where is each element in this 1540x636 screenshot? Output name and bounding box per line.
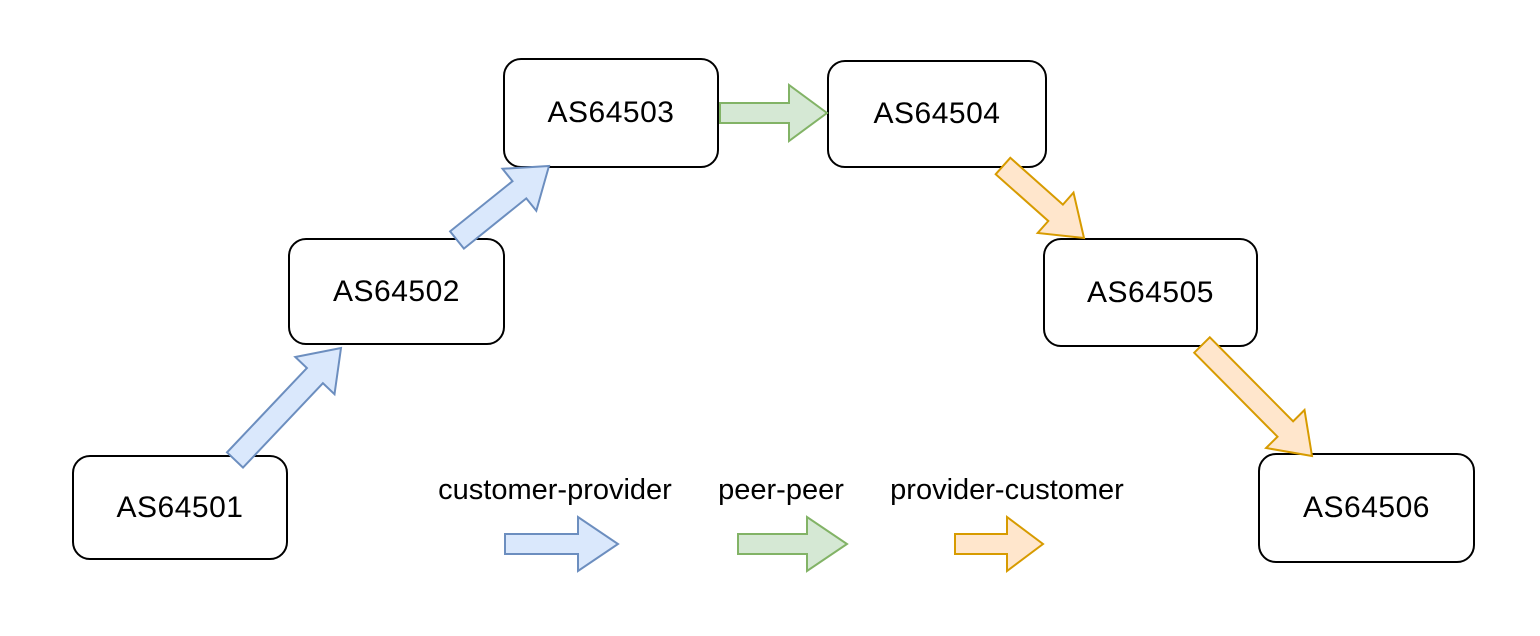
- node-label: AS64505: [1087, 275, 1214, 309]
- edge-as64503-as64504-arrow: [719, 83, 829, 143]
- legend-customer-provider-arrow-icon: [504, 515, 620, 573]
- node-as64501: AS64501: [72, 455, 288, 560]
- node-label: AS64501: [116, 490, 244, 524]
- edge-as64502-as64503-arrow: [448, 164, 551, 251]
- node-label: AS64506: [1303, 491, 1430, 524]
- legend-arrows: [504, 515, 1045, 573]
- node-as64503: AS64503: [503, 58, 719, 168]
- legend-label-customer-provider: customer-provider: [438, 474, 672, 506]
- node-as64506: AS64506: [1258, 453, 1475, 563]
- node-label: AS64504: [873, 97, 1001, 130]
- legend-label-peer-peer: peer-peer: [718, 474, 844, 506]
- node-as64505: AS64505: [1043, 238, 1258, 347]
- node-label: AS64502: [333, 274, 460, 308]
- edge-as64505-as64506-arrow: [1192, 335, 1314, 458]
- legend-label-provider-customer: provider-customer: [890, 474, 1124, 506]
- edge-as64504-as64505-arrow: [994, 156, 1086, 240]
- node-label: AS64503: [547, 96, 675, 129]
- node-as64502: AS64502: [288, 238, 505, 345]
- node-as64504: AS64504: [827, 60, 1047, 168]
- legend-peer-peer-arrow-icon: [737, 515, 849, 573]
- edge-as64501-as64502-arrow: [225, 346, 343, 470]
- legend-provider-customer-arrow-icon: [954, 515, 1045, 573]
